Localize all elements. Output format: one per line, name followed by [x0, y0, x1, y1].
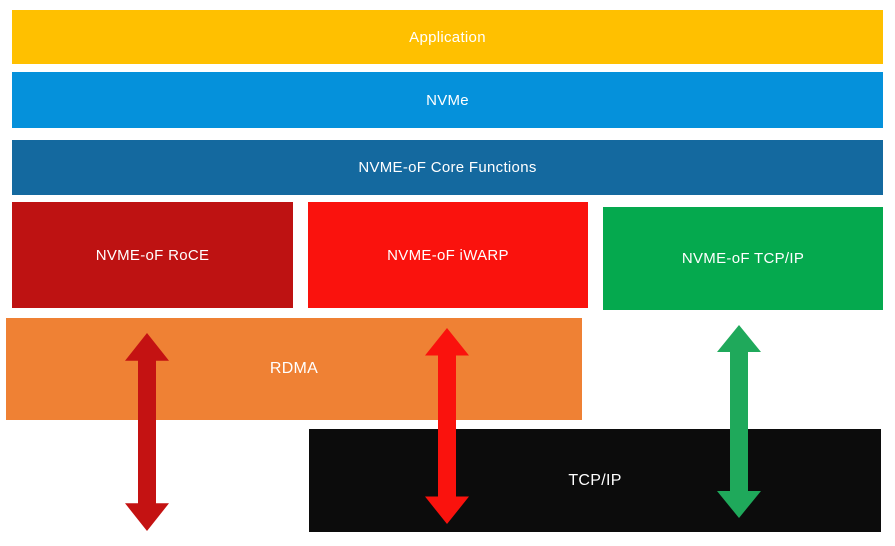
stack-tcpip-label: TCP/IP [568, 471, 622, 489]
layer-core-functions-label: NVME-oF Core Functions [358, 159, 537, 176]
stack-rdma: RDMA [6, 318, 582, 420]
transport-nvme-of-tcpip: NVME-oF TCP/IP [603, 207, 883, 310]
tcp-tcpip-double-arrow-icon [717, 325, 761, 518]
layer-application-label: Application [409, 28, 486, 46]
layer-nvme-label: NVMe [426, 91, 469, 109]
layer-nvme: NVMe [12, 72, 883, 128]
iwarp-tcpip-double-arrow-icon [425, 328, 469, 524]
roce-rdma-double-arrow-icon [125, 333, 169, 531]
transport-nvme-of-roce: NVME-oF RoCE [12, 202, 293, 308]
stack-tcpip: TCP/IP [309, 429, 881, 532]
layer-nvme-of-core-functions: NVME-oF Core Functions [12, 140, 883, 195]
transport-roce-label: NVME-oF RoCE [95, 246, 210, 264]
layer-application: Application [12, 10, 883, 64]
transport-tcpip-label: NVME-oF TCP/IP [681, 250, 805, 267]
transport-iwarp-label: NVME-oF iWARP [387, 246, 509, 264]
stack-rdma-label: RDMA [269, 360, 319, 377]
transport-nvme-of-iwarp: NVME-oF iWARP [308, 202, 588, 308]
